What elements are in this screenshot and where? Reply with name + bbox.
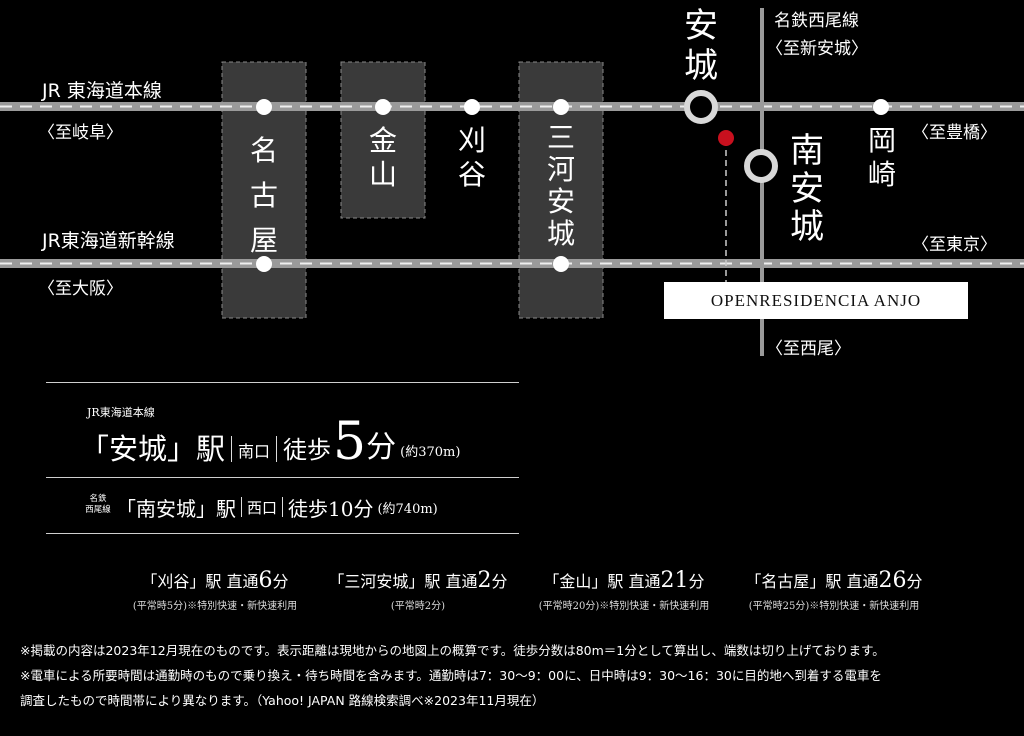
anjo-station: 「安城」駅	[80, 432, 226, 466]
minami-anjo-exit: 西口	[247, 498, 278, 517]
anjo-distance: (約370m)	[400, 445, 461, 460]
travel-minutes: 2	[477, 568, 492, 593]
travel-unit: 分	[688, 572, 705, 591]
travel-note: (平常時20分)※特別快速・新快速利用	[538, 601, 710, 612]
travel-item-mikawa-anjo: 「三河安城」駅 直通2分 (平常時2分)	[318, 568, 518, 612]
travel-unit: 分	[906, 572, 923, 591]
dot-okazaki	[873, 99, 889, 115]
travel-item-kariya: 「刈谷」駅 直通6分 (平常時5分)※特別快速・新快速利用	[115, 568, 315, 612]
shinkansen-east-direction: 〈至東京〉	[912, 235, 997, 255]
ring-minami-anjo	[744, 149, 778, 183]
station-box-kanayama	[340, 61, 426, 219]
minami-anjo-walk: 徒歩10分	[288, 496, 374, 521]
anjo-walk-unit: 分	[366, 430, 397, 465]
travel-item-kanayama: 「金山」駅 直通21分 (平常時20分)※特別快速・新快速利用	[524, 568, 724, 612]
meitetsu-north-direction: 〈至新安城〉	[766, 39, 868, 59]
shinkansen-west-direction: 〈至大阪〉	[38, 279, 123, 299]
dot-kariya	[464, 99, 480, 115]
travel-unit: 分	[491, 572, 508, 591]
minami-anjo-access-row: 「南安城」駅 西口 徒歩10分 (約740m)	[116, 490, 438, 524]
travel-minutes: 26	[878, 568, 907, 593]
dot-nagoya-shinkansen	[256, 256, 272, 272]
travel-route: 直通	[226, 572, 259, 591]
anjo-walk-minutes: 5	[333, 412, 367, 472]
anjo-access-row: 「安城」駅 南口 徒歩 5 分 (約370m)	[80, 412, 460, 468]
minami-anjo-line-label: 名鉄 西尾線	[85, 494, 111, 515]
meitetsu-south-direction: 〈至西尾〉	[766, 339, 851, 359]
anjo-line-label: JR東海道本線	[87, 406, 155, 419]
station-name-minami-anjo: 南 安 城	[790, 131, 824, 247]
minami-anjo-distance: (約740m)	[377, 501, 438, 517]
travel-note: (平常時2分)	[390, 601, 446, 612]
travel-item-nagoya: 「名古屋」駅 直通26分 (平常時25分)※特別快速・新快速利用	[734, 568, 934, 612]
footnote-2: ※電車による所要時間は通勤時のもので乗り換え・待ち時間を含みます。通勤時は7：3…	[20, 668, 882, 683]
divider-middle	[46, 477, 519, 478]
travel-station: 「金山」駅	[543, 572, 624, 591]
travel-route: 直通	[628, 572, 661, 591]
dot-mikawa-anjo-jr	[553, 99, 569, 115]
station-name-kariya: 刈 谷	[457, 124, 486, 191]
shinkansen-label: JR東海道新幹線	[42, 230, 175, 252]
travel-station: 「名古屋」駅	[745, 572, 842, 591]
travel-unit: 分	[272, 572, 289, 591]
footnote-1: ※掲載の内容は2023年12月現在のものです。表示距離は現地からの地図上の概算で…	[20, 643, 885, 658]
travel-note: (平常時25分)※特別快速・新快速利用	[748, 601, 920, 612]
jr-tokaido-west-direction: 〈至岐阜〉	[38, 123, 123, 143]
property-marker	[718, 130, 734, 146]
station-name-anjo: 安 城	[684, 6, 718, 86]
station-name-kanayama: 金 山	[368, 124, 397, 191]
dot-mikawa-anjo-shinkansen	[553, 256, 569, 272]
dot-kanayama	[375, 99, 391, 115]
anjo-exit: 南口	[238, 442, 271, 461]
sep	[241, 497, 242, 517]
meitetsu-label: 名鉄西尾線	[774, 11, 859, 31]
sep	[276, 436, 278, 462]
jr-tokaido-label: JR 東海道本線	[42, 80, 162, 102]
station-name-mikawa-anjo: 三 河 安 城	[546, 121, 575, 250]
travel-route: 直通	[445, 572, 478, 591]
jr-tokaido-east-direction: 〈至豊橋〉	[912, 123, 997, 143]
minami-anjo-station: 「南安城」駅	[116, 496, 236, 521]
station-name-okazaki: 岡 崎	[867, 124, 896, 191]
property-name-label: OPENRESIDENCIA ANJO	[664, 282, 968, 319]
footnote-3: 調査したもので時間帯により異なります。（Yahoo! JAPAN 路線検索調べ※…	[20, 693, 545, 708]
sep	[231, 436, 233, 462]
divider-bottom	[46, 533, 519, 534]
divider-top	[46, 382, 519, 383]
ring-anjo	[684, 90, 718, 124]
travel-minutes: 6	[258, 568, 273, 593]
travel-station: 「三河安城」駅	[328, 572, 441, 591]
travel-note: (平常時5分)※特別快速・新快速利用	[132, 601, 298, 612]
anjo-walk-prefix: 徒歩	[283, 436, 332, 464]
travel-minutes: 21	[660, 568, 689, 593]
travel-station: 「刈谷」駅	[141, 572, 222, 591]
travel-route: 直通	[846, 572, 879, 591]
sep	[282, 497, 284, 517]
station-name-nagoya: 名 古 屋	[249, 134, 278, 257]
dot-nagoya-jr	[256, 99, 272, 115]
